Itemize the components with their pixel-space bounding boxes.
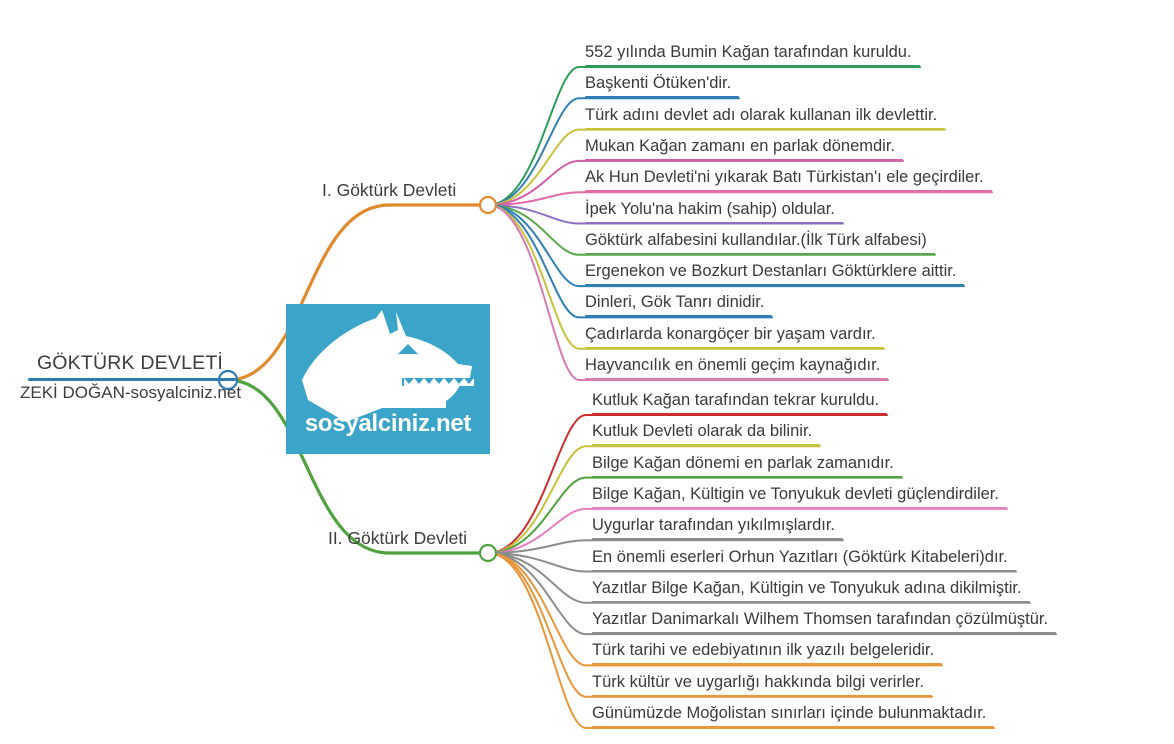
leaf-item[interactable]: İpek Yolu'na hakim (sahip) oldular. (585, 199, 843, 228)
leaf-underline (592, 444, 820, 447)
leaf-underline (592, 506, 1007, 509)
leaf-text: Günümüzde Moğolistan sınırları içinde bu… (592, 704, 987, 722)
leaf-item[interactable]: Çadırlarda konargöçer bir yaşam vardır. (585, 324, 884, 353)
leaf-text: Başkenti Ötüken'dir. (585, 74, 732, 93)
leaf-text: Ak Hun Devleti'ni yıkarak Batı Türkistan… (585, 168, 984, 187)
branch-label-2[interactable]: II. Göktürk Devleti (328, 528, 468, 548)
leaf-item[interactable]: Göktürk alfabesini kullandılar.(İlk Türk… (585, 230, 935, 259)
root-subtitle: ZEKİ DOĞAN-sosyalciniz.net (20, 383, 242, 402)
leaf-underline (592, 538, 843, 541)
leaf-item[interactable]: Türk adını devlet adı olarak kullanan il… (585, 105, 945, 134)
leaf-text: Dinleri, Gök Tanrı dinidir. (585, 293, 765, 312)
leaf-item[interactable]: Ergenekon ve Bozkurt Destanları Göktürkl… (585, 261, 964, 290)
leaf-underline (592, 600, 1030, 603)
leaf-underline (585, 221, 843, 224)
wolf-head-icon (302, 310, 474, 422)
leaf-underline (585, 65, 920, 67)
leaf-underline (592, 413, 887, 415)
leaf-text: En önemli eserleri Orhun Yazıtları (Gökt… (592, 547, 1008, 566)
leaf-item[interactable]: Kutluk Devleti olarak da bilinir. (592, 421, 820, 450)
leaf-text: Türk kültür ve uygarlığı hakkında bilgi … (592, 672, 924, 691)
branch-label-1[interactable]: I. Göktürk Devleti (322, 180, 457, 200)
leaf-text: 552 yılında Bumin Kağan tarafından kurul… (585, 43, 912, 61)
branch-node-2[interactable] (478, 543, 498, 563)
leaf-underline (592, 663, 942, 666)
leaf-text: Türk tarihi ve edebiyatının ilk yazılı b… (592, 641, 935, 660)
leaf-underline (585, 252, 935, 255)
leaf-text: Yazıtlar Danimarkalı Wilhem Thomsen tara… (592, 610, 1049, 629)
leaf-underline (585, 378, 888, 380)
leaf-item[interactable]: Dinleri, Gök Tanrı dinidir. (585, 292, 772, 321)
root-node[interactable]: GÖKTÜRK DEVLETİ ZEKİ DOĞAN-sosyalciniz.n… (20, 352, 242, 403)
leaf-underline (592, 632, 1056, 635)
leaf-text: Bilge Kağan, Kültigin ve Tonyukuk devlet… (592, 484, 999, 503)
leaf-item[interactable]: Bilge Kağan dönemi en parlak zamanıdır. (592, 453, 902, 482)
root-title: GÖKTÜRK DEVLETİ (36, 352, 224, 374)
leaf-item[interactable]: Mukan Kağan zamanı en parlak dönemdir. (585, 136, 903, 165)
leaf-underline (592, 726, 994, 728)
leaf-item[interactable]: Bilge Kağan, Kültigin ve Tonyukuk devlet… (592, 484, 1007, 513)
root-underline (28, 378, 236, 381)
leaf-item[interactable]: Uygurlar tarafından yıkılmışlardır. (592, 515, 843, 544)
leaf-item[interactable]: Başkenti Ötüken'dir. (585, 73, 739, 102)
leaf-item[interactable]: Türk kültür ve uygarlığı hakkında bilgi … (592, 672, 932, 701)
leaf-underline (585, 190, 992, 193)
leaf-text: Ergenekon ve Bozkurt Destanları Göktürkl… (585, 262, 957, 281)
leaf-text: Çadırlarda konargöçer bir yaşam vardır. (585, 324, 876, 343)
leaf-underline (585, 127, 945, 130)
leaf-item[interactable]: Türk tarihi ve edebiyatının ilk yazılı b… (592, 640, 942, 669)
leaf-item[interactable]: Yazıtlar Danimarkalı Wilhem Thomsen tara… (592, 609, 1056, 638)
logo-caption: sosyalciniz.net (304, 410, 472, 437)
leaf-underline (585, 315, 772, 318)
leaf-text: Bilge Kağan dönemi en parlak zamanıdır. (592, 453, 894, 472)
leaf-item[interactable]: Kutluk Kağan tarafından tekrar kuruldu. (592, 390, 887, 419)
leaf-text: Uygurlar tarafından yıkılmışlardır. (592, 516, 836, 535)
leaf-item[interactable]: 552 yılında Bumin Kağan tarafından kurul… (585, 42, 920, 71)
leaf-text: Mukan Kağan zamanı en parlak dönemdir. (585, 136, 896, 155)
leaf-underline (592, 569, 1016, 572)
leaf-text: Kutluk Devleti olarak da bilinir. (592, 422, 813, 441)
leaf-underline (585, 158, 903, 161)
leaf-underline (585, 284, 964, 287)
leaf-text: Hayvancılık en önemli geçim kaynağıdır. (585, 356, 881, 374)
branch-node-1[interactable] (478, 195, 498, 215)
leaf-text: Türk adını devlet adı olarak kullanan il… (585, 105, 938, 124)
leaf-item[interactable]: Yazıtlar Bilge Kağan, Kültigin ve Tonyuk… (592, 578, 1030, 607)
leaf-underline (585, 96, 739, 99)
leaf-underline (592, 694, 932, 697)
leaf-item[interactable]: Günümüzde Moğolistan sınırları içinde bu… (592, 703, 994, 732)
leaf-text: İpek Yolu'na hakim (sahip) oldular. (585, 199, 835, 218)
leaf-item[interactable]: En önemli eserleri Orhun Yazıtları (Gökt… (592, 547, 1016, 576)
leaf-underline (585, 346, 884, 349)
leaf-underline (592, 475, 902, 478)
leaf-item[interactable]: Ak Hun Devleti'ni yıkarak Batı Türkistan… (585, 167, 992, 196)
sosyalciniz-logo: sosyalciniz.net (286, 304, 490, 454)
leaf-item[interactable]: Hayvancılık en önemli geçim kaynağıdır. (585, 355, 888, 384)
leaf-text: Göktürk alfabesini kullandılar.(İlk Türk… (585, 230, 927, 249)
leaf-text: Yazıtlar Bilge Kağan, Kültigin ve Tonyuk… (592, 578, 1022, 597)
leaf-text: Kutluk Kağan tarafından tekrar kuruldu. (592, 391, 880, 409)
